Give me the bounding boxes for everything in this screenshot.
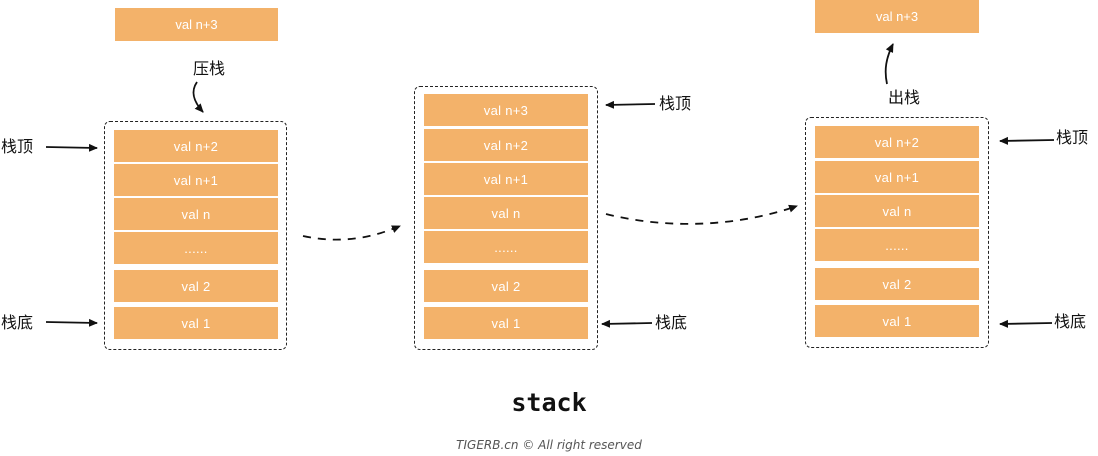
stack3-bottom-label: 栈底 [1054,312,1087,332]
transition-arrow-2 [605,204,798,225]
push-arrow [192,81,204,113]
stack2-cell: val 1 [424,307,588,339]
stack2-cell: val n [424,197,588,229]
stack3-cell: val n+2 [815,126,979,158]
stack2-cell: ...... [424,231,588,263]
stack3-top-label: 栈顶 [1056,128,1089,148]
stack3-container [805,117,989,348]
stack1-top-label: 栈顶 [1,137,34,157]
stack1-cell: val n [114,198,278,230]
stack1-container [104,121,287,350]
stack3-cell: val 2 [815,268,979,300]
stack1-cell: val 1 [114,307,278,339]
stack2-top-pointer [605,100,656,109]
stack3-cell: val n+1 [815,161,979,193]
stack3-cell: val 1 [815,305,979,337]
pop-arrow [884,43,894,85]
stack1-top-pointer [45,143,98,152]
stack3-top-pointer [999,136,1055,145]
push-incoming-cell: val n+3 [115,8,278,41]
pop-label: 出栈 [888,88,921,108]
push-label: 压栈 [193,59,226,79]
diagram-caption: stack [511,388,587,417]
copyright-footer: TIGERB.cn © All right reserved [456,438,642,452]
stack2-container [414,86,598,350]
stack2-cell: val n+1 [424,163,588,195]
stack1-cell: val n+2 [114,130,278,162]
stack2-cell: val 2 [424,270,588,302]
stack3-bottom-pointer [999,319,1053,328]
stack1-bottom-label: 栈底 [1,313,34,333]
stack1-cell: val 2 [114,270,278,302]
stack2-bottom-pointer [601,319,653,328]
stack2-bottom-label: 栈底 [655,313,688,333]
stack3-cell: val n [815,195,979,227]
stack3-cell: ...... [815,229,979,261]
stack2-cell: val n+2 [424,129,588,161]
stack1-bottom-pointer [45,318,98,327]
stack1-cell: ...... [114,232,278,264]
stack1-cell: val n+1 [114,164,278,196]
stack2-cell: val n+3 [424,94,588,126]
pop-outgoing-cell: val n+3 [815,0,979,33]
transition-arrow-1 [302,225,401,241]
stack2-top-label: 栈顶 [659,94,692,114]
